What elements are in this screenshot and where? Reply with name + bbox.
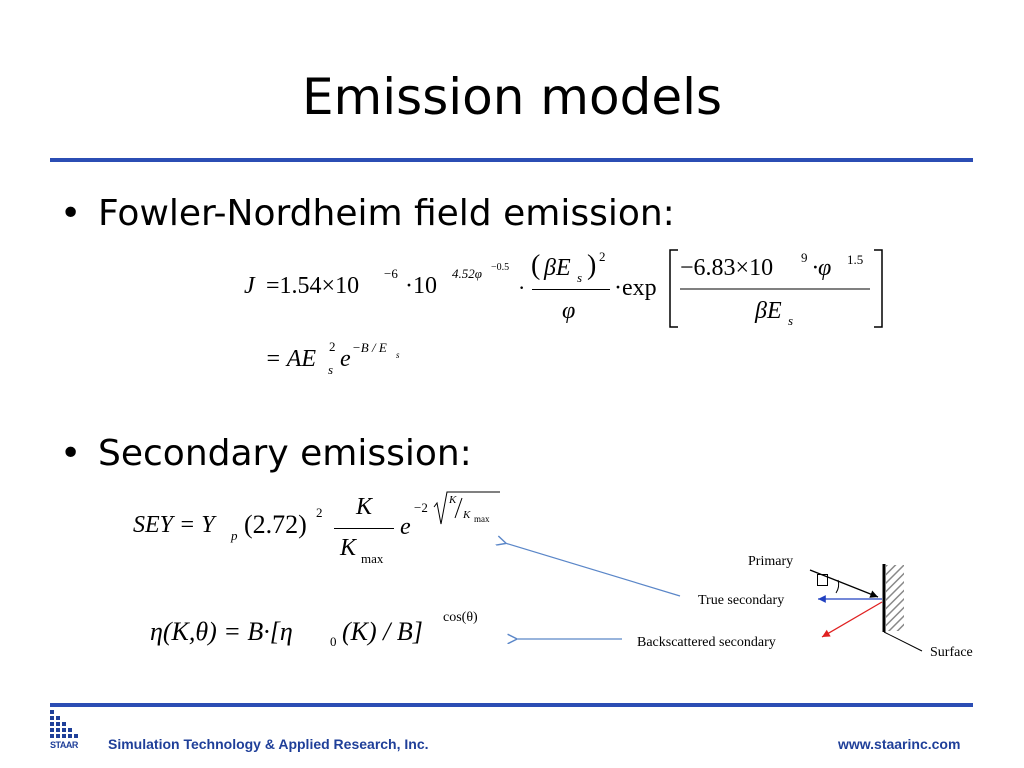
bullet-dot-icon: •	[60, 433, 82, 474]
title-divider	[50, 158, 973, 162]
eq-const: =1.54×10	[266, 273, 360, 299]
bullet-fowler-nordheim: • Fowler-Nordheim field emission:	[60, 192, 675, 236]
sey-Kmax: K	[340, 535, 357, 561]
footer-company: Simulation Technology & Applied Research…	[108, 736, 429, 752]
footer-url[interactable]: www.staarinc.com	[838, 736, 961, 752]
angle-arc	[835, 579, 840, 594]
bullet-secondary-emission: • Secondary emission:	[60, 432, 472, 476]
eq-exp2: 4.52φ	[452, 266, 482, 281]
sey-root-K: K	[449, 494, 457, 506]
sqrt-sign	[433, 491, 500, 525]
sey-sup2: 2	[316, 505, 323, 520]
sey-exp: −2	[414, 500, 428, 515]
staar-logo-icon	[50, 710, 78, 738]
eq-num2exp: 9	[801, 250, 808, 265]
eq-dot10: ·10	[405, 273, 437, 299]
eq-line2-exp: −B / E	[352, 340, 387, 355]
root-slash	[454, 497, 463, 519]
bullet-label: Fowler-Nordheim field emission:	[98, 193, 675, 234]
surface-hatch	[886, 565, 904, 631]
eq-num2phi: ·φ	[812, 255, 832, 281]
eq-den2: βE	[755, 298, 782, 324]
eq-J: J	[244, 273, 255, 299]
pointer-line-sey	[505, 543, 681, 597]
label-primary: Primary	[748, 554, 794, 569]
label-surface: Surface	[930, 645, 973, 660]
eq-line2-expsub: s	[396, 350, 400, 360]
sey-root-max: max	[474, 514, 490, 524]
eta-sup: cos(θ)	[443, 610, 478, 625]
backscattered-arrow	[821, 601, 883, 638]
eq-den2sub: s	[788, 313, 794, 328]
eq-line2-sup: 2	[329, 339, 336, 354]
eq-dot: ·	[518, 275, 526, 300]
sey-e: e	[400, 514, 411, 540]
eq-sq: 2	[599, 249, 606, 264]
eq-paren-close: )	[587, 250, 597, 281]
label-backscattered: Backscattered secondary	[637, 635, 776, 650]
sey-frac-bar	[334, 528, 394, 529]
logo-text: STAAR	[50, 740, 78, 750]
eq-phi: φ	[562, 298, 576, 324]
eq-num2: −6.83×10	[680, 255, 774, 281]
slide-title: Emission models	[301, 68, 723, 126]
sey-max: max	[361, 551, 384, 566]
sey-sub-p: p	[231, 528, 238, 543]
eq-exp2b: −0.5	[491, 262, 510, 273]
footer-divider	[50, 703, 973, 707]
left-bracket	[669, 249, 678, 328]
theta-box: θ	[817, 574, 828, 586]
eta-sub0: 0	[330, 634, 337, 649]
eq-sub-s: s	[577, 270, 583, 285]
eq-num2phiexp: 1.5	[847, 252, 864, 267]
right-bracket	[874, 249, 883, 328]
sey-paren: (2.72)	[244, 510, 307, 539]
label-true-secondary: True secondary	[698, 593, 785, 608]
sey-root-Kmax: K	[463, 509, 471, 521]
surface-leader-line	[883, 631, 923, 652]
eq-line2-sub: s	[328, 362, 334, 377]
eta-rest: (K) / B]	[342, 617, 423, 646]
eta-lhs: η(K,θ) = B·[η	[150, 617, 293, 646]
eq-line2-e: e	[340, 346, 351, 372]
eq-line2-lhs: = AE	[265, 346, 317, 372]
bullet-dot-icon: •	[60, 193, 82, 234]
sey-lhs: SEY = Y	[133, 512, 215, 538]
bullet-label: Secondary emission:	[98, 433, 472, 474]
eq-dotexp: ·exp	[614, 275, 657, 301]
eq-exp1: −6	[384, 266, 398, 281]
eq-beta-es: βE	[544, 255, 571, 281]
eq-paren-open: (	[531, 250, 541, 281]
sey-K: K	[356, 494, 373, 520]
frac-bar-1	[532, 289, 610, 290]
